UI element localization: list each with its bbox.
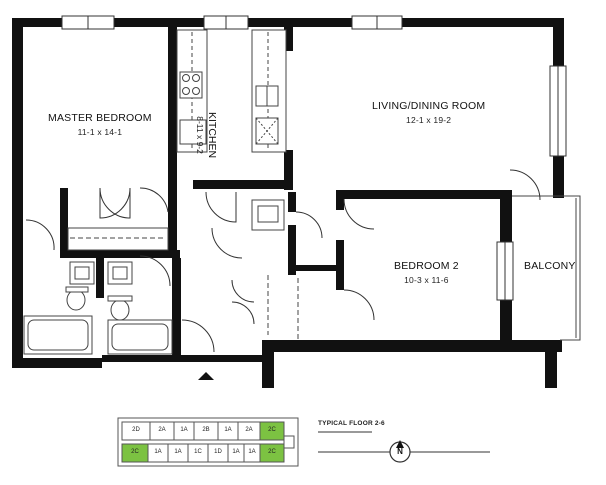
north-arrow xyxy=(318,431,490,463)
key-unit-top-4: 2B xyxy=(202,427,210,433)
key-unit-top-3: 1A xyxy=(180,427,188,433)
window-mullions xyxy=(87,16,559,300)
key-unit-bottom-1: 2C xyxy=(131,449,139,455)
closet xyxy=(67,227,169,251)
key-unit-bottom-8: 2C xyxy=(268,449,276,455)
interior-walls xyxy=(60,27,510,358)
room-bedroom-2: BEDROOM 2 10-3 x 11-6 xyxy=(394,260,459,285)
room-living-dining-name: LIVING/DINING ROOM xyxy=(372,100,486,112)
key-unit-top-1: 2D xyxy=(132,427,140,433)
room-bedroom-2-name: BEDROOM 2 xyxy=(394,260,459,272)
key-unit-bottom-3: 1A xyxy=(174,449,182,455)
room-kitchen-name: KITCHEN xyxy=(206,112,218,159)
north-label: N xyxy=(397,447,403,456)
key-unit-top-6: 2A xyxy=(245,427,253,433)
key-plan-caption: TYPICAL FLOOR 2-6 xyxy=(318,420,385,427)
kitchen-fixtures xyxy=(176,29,287,153)
key-plan xyxy=(117,417,299,467)
closet-lines xyxy=(267,275,299,340)
entry-arrow-icon xyxy=(198,372,214,380)
room-bedroom-2-dims: 10-3 x 11-6 xyxy=(404,275,449,285)
room-master-bedroom-name: MASTER BEDROOM xyxy=(48,112,152,124)
room-master-bedroom: MASTER BEDROOM 11-1 x 14-1 xyxy=(48,112,152,137)
room-master-bedroom-dims: 11-1 x 14-1 xyxy=(77,127,123,137)
key-unit-top-2: 2A xyxy=(158,427,166,433)
balcony-railing xyxy=(512,195,581,341)
key-unit-bottom-2: 1A xyxy=(154,449,162,455)
room-living-dining-dims: 12-1 x 19-2 xyxy=(406,115,452,125)
key-unit-bottom-5: 1D xyxy=(214,449,222,455)
room-kitchen: KITCHEN 8-11 x 9-2 xyxy=(194,112,218,158)
room-balcony-name: BALCONY xyxy=(524,260,576,272)
room-living-dining: LIVING/DINING ROOM 12-1 x 19-2 xyxy=(372,100,485,125)
room-balcony: BALCONY xyxy=(524,260,576,272)
door-swings xyxy=(25,169,541,353)
bathroom-fixtures xyxy=(23,199,285,355)
key-unit-top-5: 1A xyxy=(224,427,232,433)
key-unit-bottom-4: 1C xyxy=(194,449,202,455)
key-unit-bottom-6: 1A xyxy=(232,449,240,455)
key-unit-bottom-7: 1A xyxy=(248,449,256,455)
key-unit-top-7: 2C xyxy=(268,427,276,433)
room-kitchen-dims: 8-11 x 9-2 xyxy=(195,116,205,154)
